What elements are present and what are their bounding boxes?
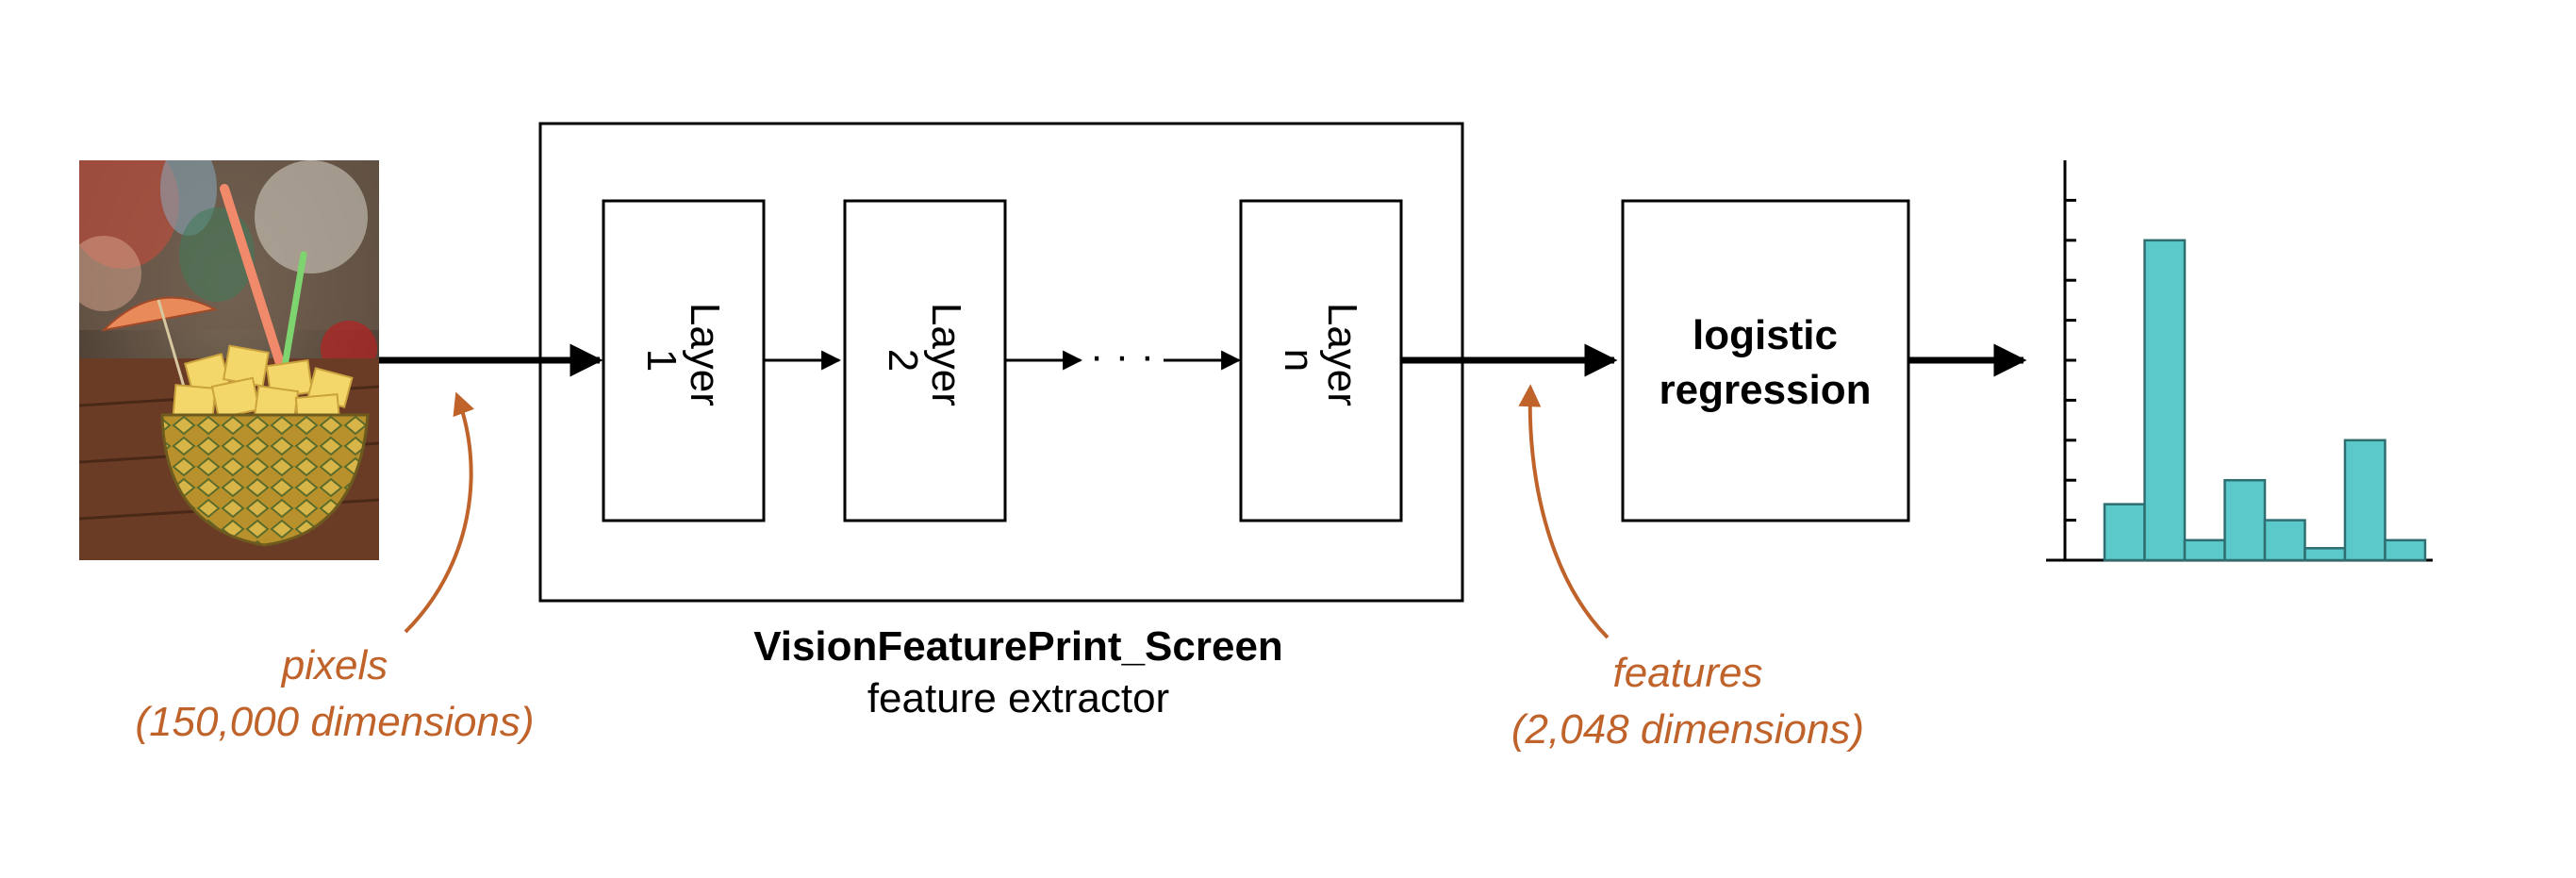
histogram-bar bbox=[2183, 538, 2226, 562]
logistic-regression-line2: regression bbox=[1660, 367, 1872, 413]
layer-n-index: n bbox=[1276, 349, 1322, 372]
features-annotation-arrow bbox=[1518, 384, 1610, 639]
logistic-regression-box: logistic regression bbox=[1621, 199, 1910, 522]
layer-2-index: 2 bbox=[880, 349, 926, 372]
histogram-bar bbox=[2223, 478, 2267, 562]
histogram-bar bbox=[2263, 519, 2306, 562]
histogram-bar bbox=[2343, 439, 2386, 562]
layer-1-box: Layer 1 bbox=[602, 199, 766, 522]
feature-extractor-title: VisionFeaturePrint_Screen bbox=[753, 623, 1283, 670]
histogram-bar bbox=[2304, 547, 2347, 562]
svg-text:Layer 1: Layer 1 bbox=[638, 303, 728, 418]
svg-text:Layer n: Layer n bbox=[1276, 303, 1365, 418]
pineapple-drink-photo-icon bbox=[79, 160, 379, 560]
logistic-regression-line1: logistic bbox=[1693, 312, 1838, 358]
histogram-bar bbox=[2384, 538, 2427, 562]
features-label: features bbox=[1613, 650, 1763, 696]
layer-2-word: Layer bbox=[923, 303, 969, 406]
histogram-bar bbox=[2103, 503, 2146, 562]
layer-1-word: Layer bbox=[682, 303, 728, 406]
pixels-dimensions: (150,000 dimensions) bbox=[135, 699, 534, 745]
ellipsis: · · · bbox=[1090, 333, 1154, 379]
layer-2-box: Layer 2 bbox=[843, 199, 1007, 522]
svg-text:Layer 2: Layer 2 bbox=[880, 303, 969, 418]
histogram-bar bbox=[2143, 239, 2187, 562]
layer-1-index: 1 bbox=[638, 349, 685, 372]
output-histogram bbox=[2046, 160, 2433, 562]
features-dimensions: (2,048 dimensions) bbox=[1511, 706, 1864, 753]
layer-n-box: Layer n bbox=[1239, 199, 1403, 522]
pixels-annotation-arrow bbox=[404, 391, 474, 634]
layer-n-word: Layer bbox=[1319, 303, 1365, 406]
pixels-label: pixels bbox=[280, 642, 388, 688]
feature-extractor-subtitle: feature extractor bbox=[867, 675, 1169, 721]
